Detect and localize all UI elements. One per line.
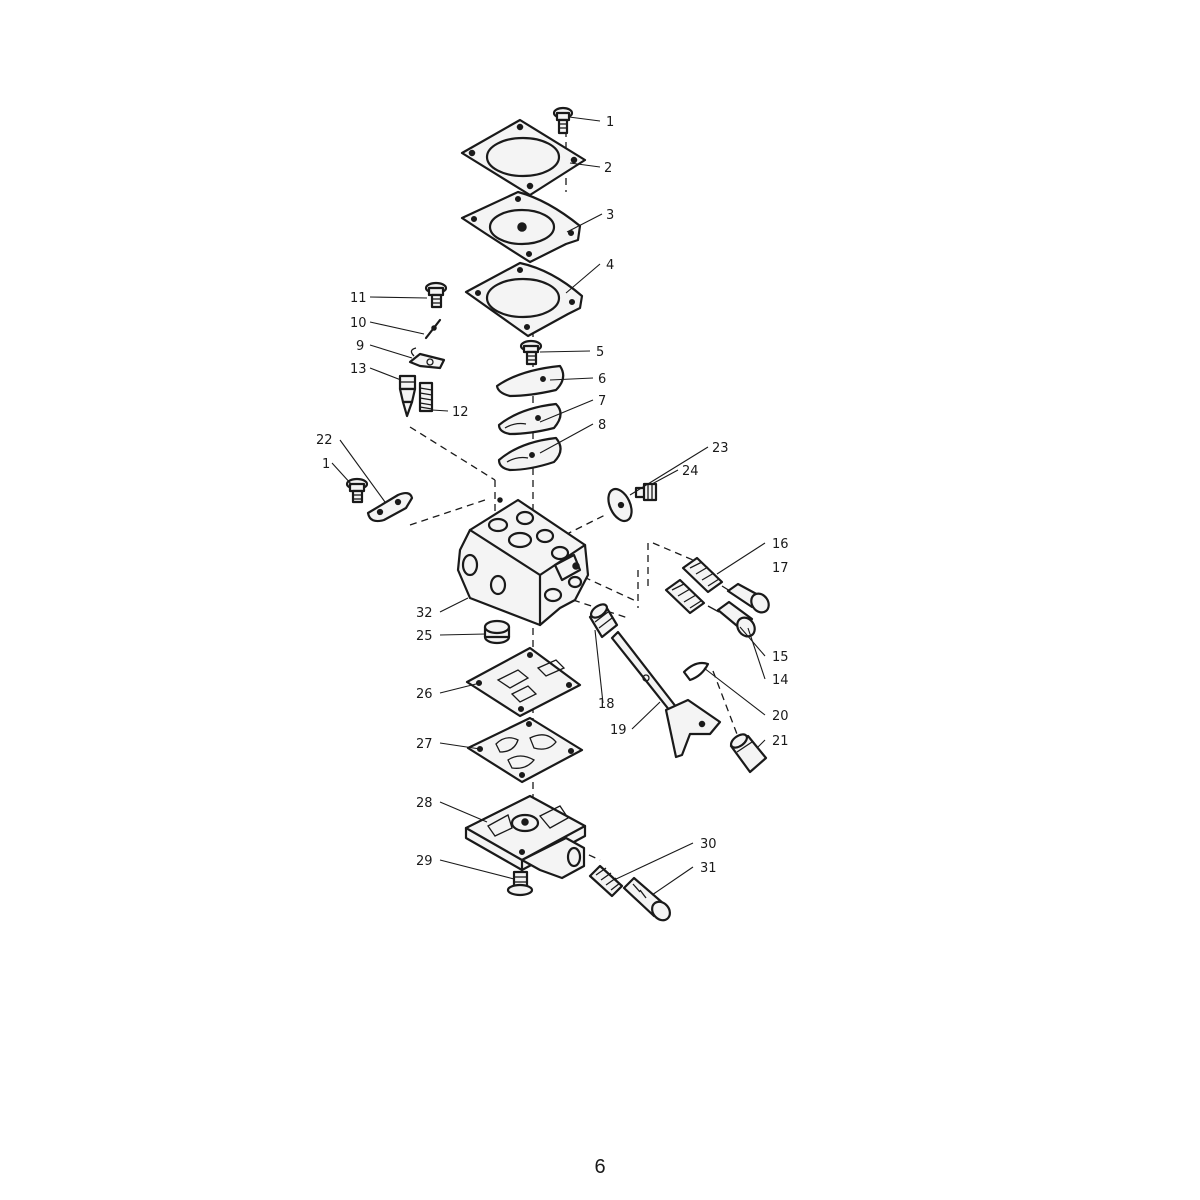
callout-1-top: 1 — [606, 115, 614, 130]
callout-17: 17 — [772, 561, 789, 576]
callout-29: 29 — [416, 854, 433, 869]
callout-10: 10 — [350, 316, 367, 331]
callout-14: 14 — [772, 673, 789, 688]
callout-4: 4 — [606, 258, 614, 273]
part-1-screw — [552, 106, 574, 135]
part-20-clip — [682, 661, 710, 682]
callout-3: 3 — [606, 208, 614, 223]
part-11-screw — [424, 281, 448, 309]
part-17-mixture-screw — [721, 582, 770, 614]
part-9-lever — [408, 347, 446, 370]
callout-27: 27 — [416, 737, 433, 752]
page-number: 6 — [594, 1156, 606, 1178]
callout-22: 22 — [316, 433, 333, 448]
part-5-screw — [519, 339, 543, 366]
part-10-pin — [424, 318, 442, 340]
part-2-cover-plate — [460, 118, 587, 197]
part-25-plug — [483, 619, 511, 645]
callout-2: 2 — [604, 161, 612, 176]
part-13-needle-valve — [398, 374, 417, 418]
callout-12: 12 — [452, 405, 469, 420]
part-6-valve-plate — [495, 364, 565, 398]
callout-16: 16 — [772, 537, 789, 552]
part-24-screw — [634, 482, 658, 502]
part-15-spring — [664, 578, 706, 615]
part-19-throttle-shaft — [610, 630, 722, 759]
callout-18: 18 — [598, 697, 615, 712]
part-27-diaphragm — [466, 716, 584, 784]
callout-1-left: 1 — [322, 457, 330, 472]
part-22-bracket — [366, 491, 414, 523]
callout-5: 5 — [596, 345, 604, 360]
part-3-diaphragm — [460, 190, 582, 264]
callout-21: 21 — [772, 734, 789, 749]
callout-28: 28 — [416, 796, 433, 811]
callout-23: 23 — [712, 441, 729, 456]
part-16-spring — [681, 556, 724, 594]
callout-9: 9 — [356, 339, 364, 354]
callout-19: 19 — [610, 723, 627, 738]
part-23-disc — [607, 487, 633, 523]
callout-24: 24 — [682, 464, 699, 479]
part-32-carburetor-body — [456, 497, 590, 627]
callout-13: 13 — [350, 362, 367, 377]
part-31-screw — [622, 876, 671, 922]
part-4-gasket — [464, 261, 584, 338]
callout-labels: 1 2 3 4 5 6 7 8 11 10 9 13 12 22 1 23 24… — [316, 115, 789, 876]
callout-7: 7 — [598, 394, 606, 409]
callout-6: 6 — [598, 372, 606, 387]
callout-32: 32 — [416, 606, 433, 621]
part-12-spring — [418, 381, 434, 413]
part-28-pump-cover — [464, 794, 587, 880]
part-30-spring — [588, 864, 624, 898]
callout-20: 20 — [772, 709, 789, 724]
callout-15: 15 — [772, 650, 789, 665]
part-8-valve-plate — [497, 436, 562, 472]
part-1-left-screw — [345, 477, 369, 504]
callout-25: 25 — [416, 629, 433, 644]
part-26-gasket — [465, 646, 582, 718]
callout-8: 8 — [598, 418, 606, 433]
part-18-bushing — [588, 603, 619, 639]
part-29-screw — [506, 870, 534, 897]
callout-26: 26 — [416, 687, 433, 702]
leader-lines — [331, 116, 766, 896]
callout-30: 30 — [700, 837, 717, 852]
callout-31: 31 — [700, 861, 717, 876]
part-7-valve-plate — [497, 402, 562, 436]
part-21-cap — [729, 733, 768, 774]
part-14-mixture-screw — [707, 600, 756, 638]
callout-11: 11 — [350, 291, 367, 306]
